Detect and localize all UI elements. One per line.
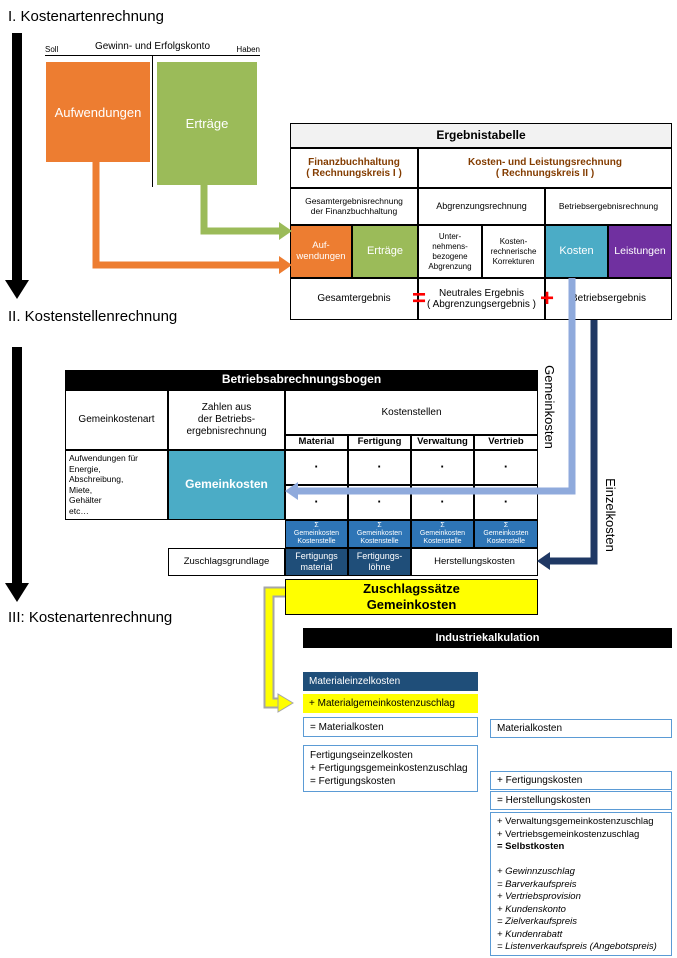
cell-abgrenzung: Unter- nehmens- bezogene Abgrenzung <box>418 225 482 278</box>
col-zahlen: Zahlen aus der Betriebs- ergebnisrechnun… <box>168 390 285 450</box>
calc-line: = Barverkaufspreis <box>497 878 577 890</box>
haben-label: Haben <box>236 45 260 54</box>
herstellungskosten-cell: Herstellungskosten <box>411 548 538 576</box>
bab-dot-cell: · <box>411 450 474 485</box>
herstellungskosten-summe-cell: = Herstellungskosten <box>490 791 672 810</box>
section-1-arrow <box>5 33 29 299</box>
gemeinkosten-flow-label: Gemeinkosten <box>542 365 557 449</box>
calc-line-spacer <box>497 854 665 867</box>
selbstkosten-block: + Verwaltungsgemeinkostenzuschlag + Vert… <box>490 812 672 956</box>
sub-betriebsergebnis: Betriebsergebnisrechnung <box>545 188 672 225</box>
industriekalkulation: Industriekalkulation Materialeinzelkoste… <box>303 628 672 958</box>
einzelkosten-flow-label: Einzelkosten <box>603 478 618 552</box>
ertraege-box: Erträge <box>157 62 257 185</box>
fertigungskosten-block: Fertigungseinzelkosten + Fertigungsgemei… <box>303 745 478 792</box>
sub-fibu: Gesamtergebnisrechnung der Finanzbuchhal… <box>290 188 418 225</box>
bab-dot-cell: · <box>411 485 474 520</box>
calc-line: Fertigungseinzelkosten <box>310 750 413 761</box>
bab-dot-cell: · <box>474 450 538 485</box>
bab-dot-cell: · <box>348 450 411 485</box>
bab-dot-cell: · <box>348 485 411 520</box>
aufwendungen-box: Aufwendungen <box>46 62 150 162</box>
section-2-arrow <box>5 347 29 602</box>
calc-line: + Vertriebsprovision <box>497 891 581 902</box>
calc-line: + Vertriebsgemeinkostenzuschlag <box>497 828 640 840</box>
ergebnistabelle-title: Ergebnistabelle <box>290 123 672 148</box>
bab-dot-cell: · <box>474 485 538 520</box>
materialgemeinkostenzuschlag-bar: + Materialgemeinkostenzuschlag <box>303 694 478 713</box>
gemeinkosten-box: Gemeinkosten <box>168 450 285 520</box>
section-3-label: III: Kostenartenrechnung <box>8 609 173 626</box>
fertigungsmaterial-cell: Fertigungs material <box>285 548 348 576</box>
calc-line: = Zielverkaufspreis <box>497 916 577 927</box>
col-kostenstellen: Kostenstellen <box>285 390 538 435</box>
cell-ertraege: Erträge <box>352 225 418 278</box>
equals-sign: = <box>411 285 426 312</box>
cost-center-material: Material <box>285 435 348 450</box>
klr-header: Kosten- und Leistungsrechnung ( Rechnung… <box>418 148 672 188</box>
neutrales-ergebnis-cell: Neutrales Ergebnis ( Abgrenzungsergebnis… <box>418 278 545 320</box>
calc-line: = Fertigungskosten <box>310 776 396 787</box>
fibu-header: Finanzbuchhaltung ( Rechnungskreis I ) <box>290 148 418 188</box>
calc-line: + Kundenskonto <box>497 903 566 915</box>
cell-korrekturen: Kosten- rechnerische Korrekturen <box>482 225 545 278</box>
bab-sigma-cell: Σ Gemeinkosten Kostenstelle <box>285 520 348 548</box>
cell-leistungen: Leistungen <box>608 225 672 278</box>
cell-aufwendungen: Auf- wendungen <box>290 225 352 278</box>
bab-dot-cell: · <box>285 450 348 485</box>
bab-title: Betriebsabrechnungsbogen <box>65 370 538 390</box>
betriebsabrechnungsbogen: Betriebsabrechnungsbogen Gemeinkostenart… <box>65 370 538 615</box>
cell-kosten: Kosten <box>545 225 608 278</box>
materialkosten-cell: Materialkosten <box>490 719 672 738</box>
fertigungskosten-plus-cell: + Fertigungskosten <box>490 771 672 790</box>
calc-line: + Verwaltungsgemeinkostenzuschlag <box>497 816 654 827</box>
zuschlagsgrundlage-cell: Zuschlagsgrundlage <box>168 548 285 576</box>
sub-abgrenzung: Abgrenzungsrechnung <box>418 188 545 225</box>
plus-sign: + <box>539 285 554 312</box>
t-account-title: Gewinn- und Erfolgskonto <box>94 41 211 52</box>
aufwand-liste: Aufwendungen für Energie, Abschreibung, … <box>65 450 168 520</box>
t-account-divider-line <box>152 55 153 187</box>
cost-center-fertigung: Fertigung <box>348 435 411 450</box>
bab-dot-cell: · <box>285 485 348 520</box>
gesamtergebnis-cell: Gesamtergebnis <box>290 278 418 320</box>
bab-sigma-cell: Σ Gemeinkosten Kostenstelle <box>348 520 411 548</box>
section-2-label: II. Kostenstellenrechnung <box>8 308 178 325</box>
soll-label: Soll <box>45 45 59 54</box>
col-gemeinkostenart: Gemeinkostenart <box>65 390 168 450</box>
calc-line: + Gewinnzuschlag <box>497 866 575 877</box>
cost-center-vertrieb: Vertrieb <box>474 435 538 450</box>
cost-center-verwaltung: Verwaltung <box>411 435 474 450</box>
ergebnistabelle: Ergebnistabelle Finanzbuchhaltung ( Rech… <box>290 123 672 320</box>
calc-line: = Listenverkaufspreis (Angebotspreis) <box>497 941 657 952</box>
calc-line: + Fertigungsgemeinkostenzuschlag <box>310 763 468 774</box>
materialkosten-summe-cell: = Materialkosten <box>303 717 478 737</box>
bab-sigma-cell: Σ Gemeinkosten Kostenstelle <box>474 520 538 548</box>
zuschlagssaetze-box: Zuschlagssätze Gemeinkosten <box>285 579 538 615</box>
calc-line-selbstkosten: = Selbstkosten <box>497 841 565 852</box>
bab-sigma-cell: Σ Gemeinkosten Kostenstelle <box>411 520 474 548</box>
ertraege-flow-arrow <box>200 185 292 240</box>
betriebsergebnis-cell: Betriebsergebnis <box>545 278 672 320</box>
industriekalkulation-title: Industriekalkulation <box>303 628 672 648</box>
section-1-label: I. Kostenartenrechnung <box>8 8 164 25</box>
calc-line: + Kundenrabatt <box>497 928 563 940</box>
materialeinzelkosten-bar: Materialeinzelkosten <box>303 672 478 691</box>
fertigungsloehne-cell: Fertigungs- löhne <box>348 548 411 576</box>
t-account: Soll Gewinn- und Erfolgskonto Haben Aufw… <box>45 40 260 190</box>
